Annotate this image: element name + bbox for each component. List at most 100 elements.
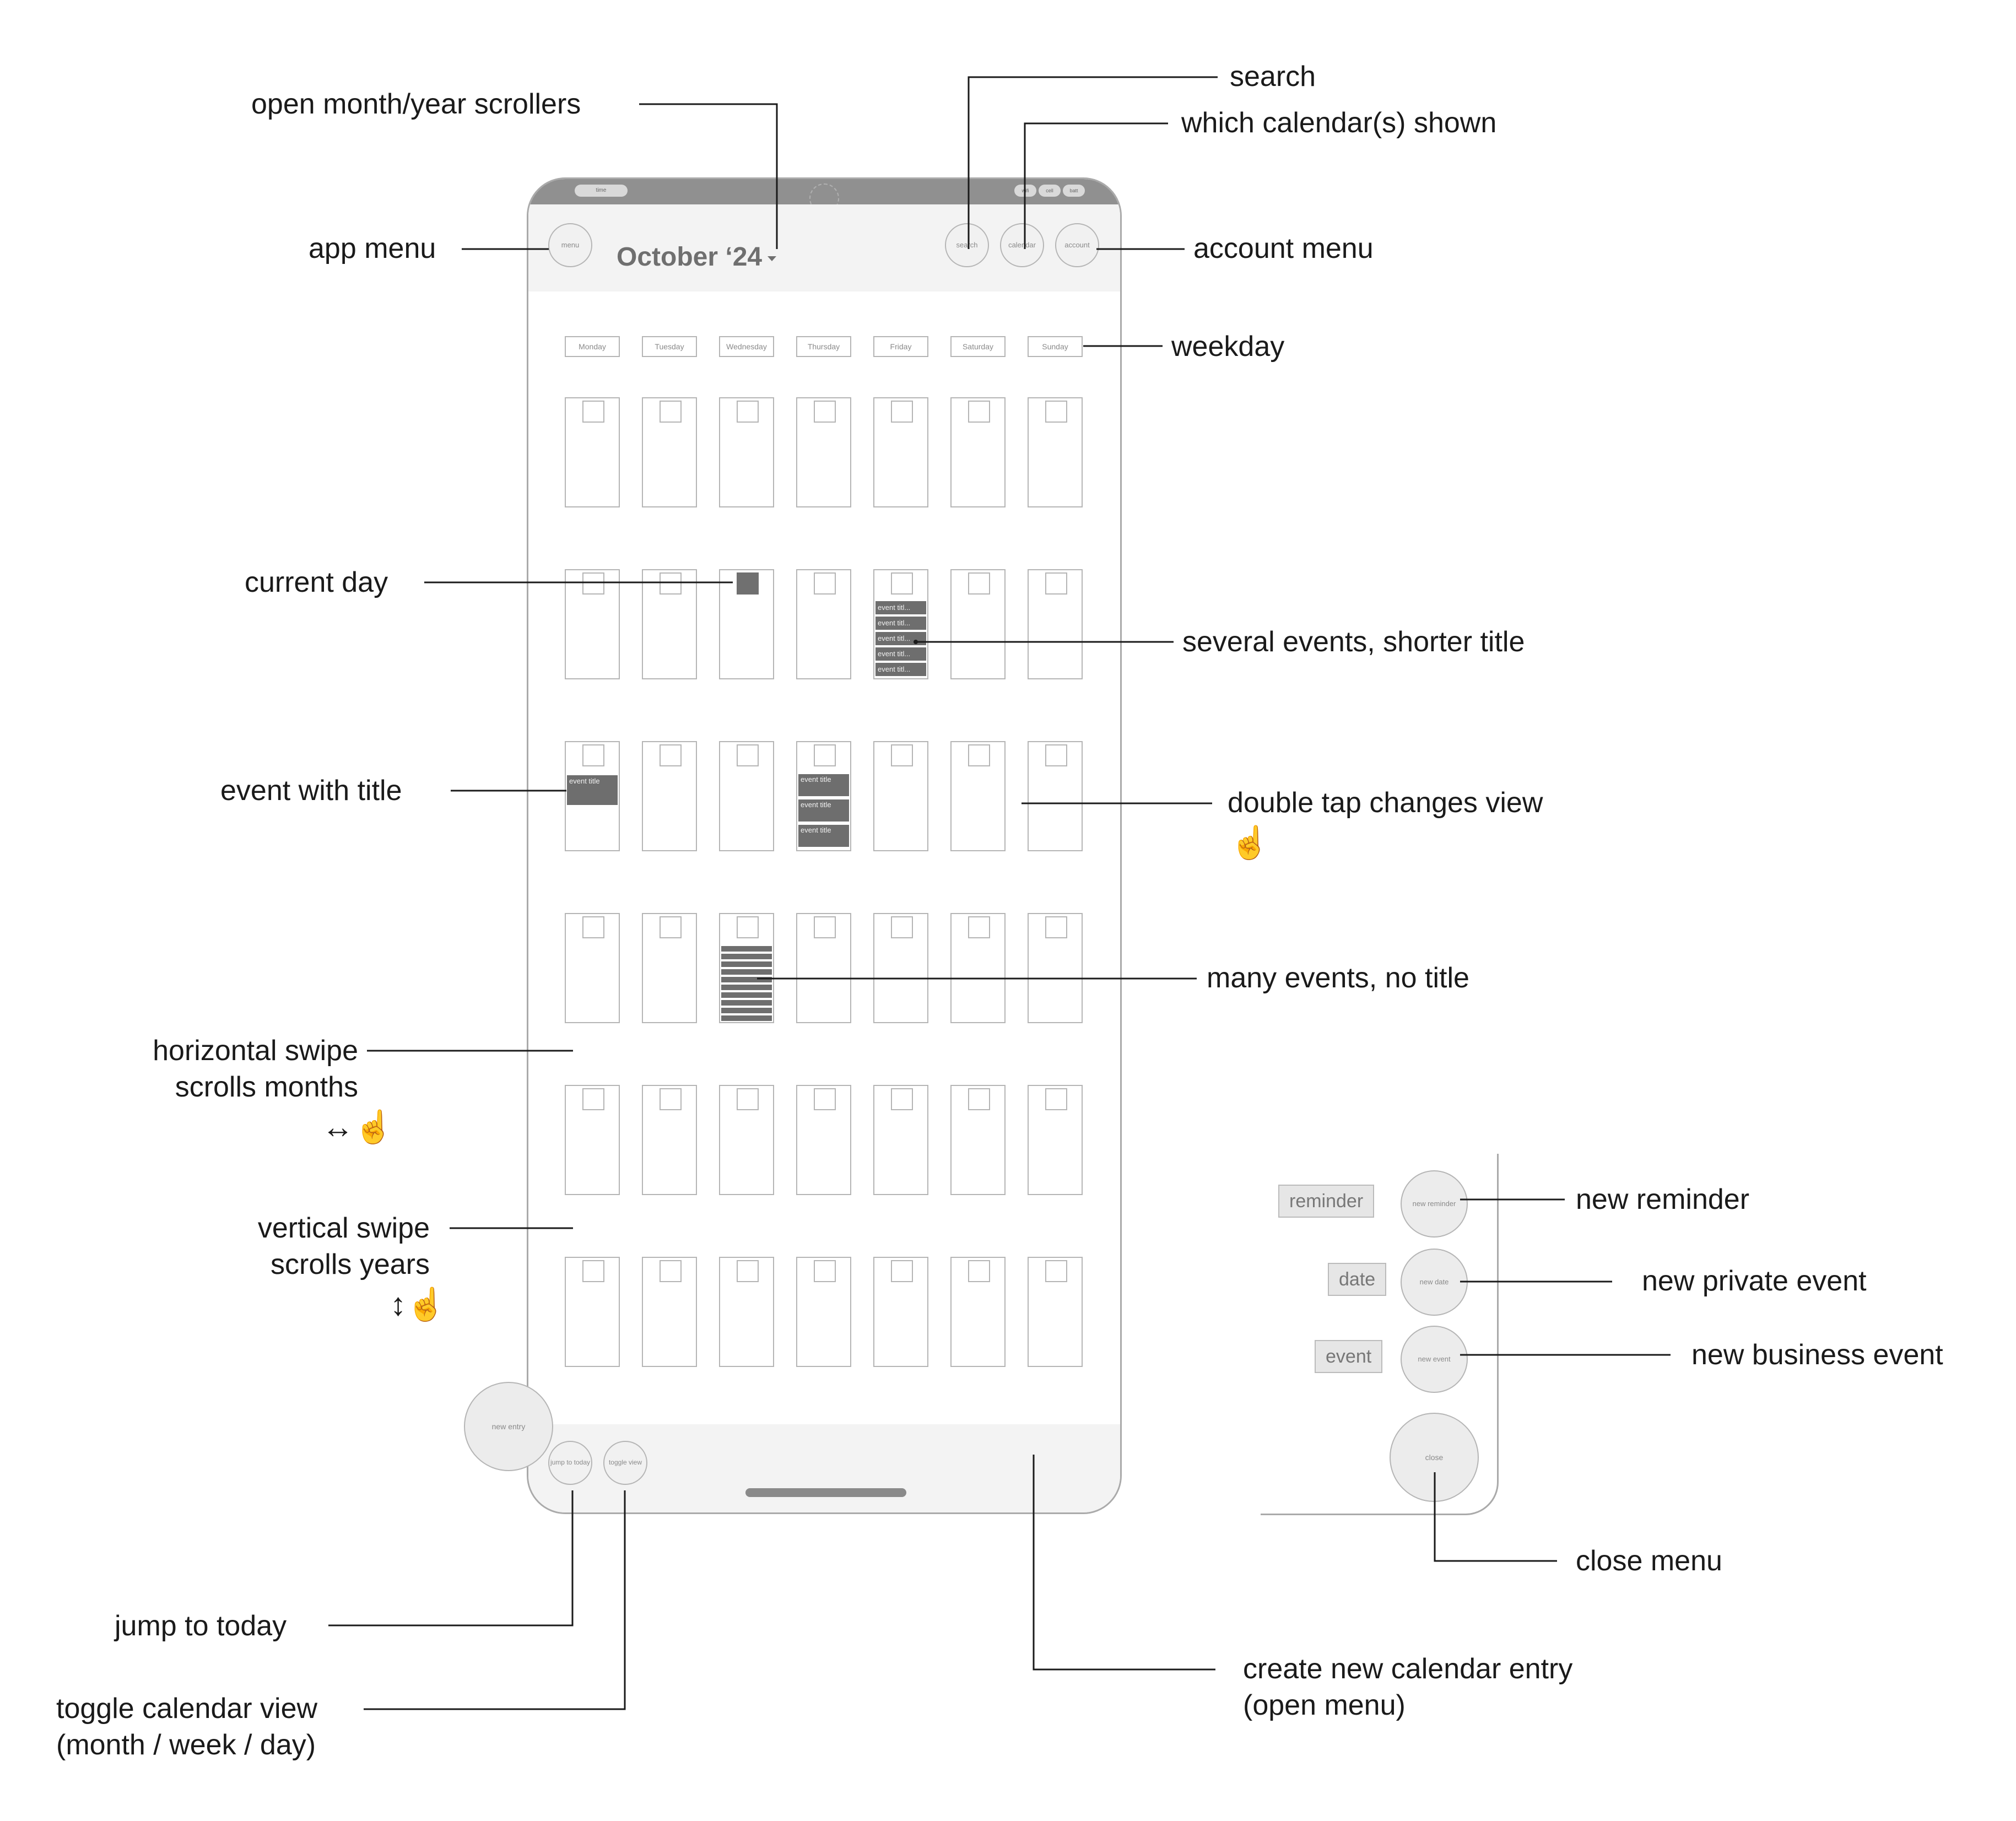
day-cell[interactable] [719, 1257, 774, 1367]
event-chip[interactable]: event titl... [875, 632, 926, 645]
day-cell[interactable] [1028, 569, 1083, 679]
day-number [1045, 401, 1067, 423]
event-bar[interactable] [721, 1008, 772, 1013]
day-cell[interactable] [873, 741, 928, 851]
event-chip[interactable]: event title [798, 799, 849, 822]
day-cell[interactable] [796, 1085, 851, 1195]
day-cell[interactable] [873, 1257, 928, 1367]
weekday-label: Sunday [1028, 336, 1083, 357]
day-cell[interactable] [950, 913, 1006, 1023]
reminder-label[interactable]: reminder [1278, 1185, 1375, 1218]
day-cell[interactable] [796, 569, 851, 679]
day-number [1045, 744, 1067, 766]
day-cell[interactable] [719, 741, 774, 851]
label-new-reminder: new reminder [1576, 1184, 1750, 1215]
day-cell[interactable] [642, 741, 697, 851]
day-cell[interactable] [1028, 913, 1083, 1023]
day-cell[interactable] [565, 1257, 620, 1367]
battery-indicator: batt [1063, 185, 1085, 197]
day-cell[interactable] [642, 1257, 697, 1367]
event-chip[interactable]: event titl... [875, 601, 926, 614]
day-cell[interactable] [642, 913, 697, 1023]
event-chip[interactable]: event titl... [875, 617, 926, 630]
label-search: search [1230, 61, 1316, 93]
day-cell[interactable] [1028, 741, 1083, 851]
day-number [582, 916, 604, 938]
app-menu-button[interactable]: menu [548, 223, 592, 267]
event-bar[interactable] [721, 1015, 772, 1021]
day-number [582, 1260, 604, 1282]
weekday-label: Thursday [796, 336, 851, 357]
label-vertical-swipe-1: vertical swipe [257, 1212, 430, 1244]
day-cell[interactable] [642, 569, 697, 679]
day-number [891, 401, 913, 423]
day-cell[interactable] [950, 569, 1006, 679]
day-number [737, 744, 759, 766]
event-bar[interactable] [721, 954, 772, 959]
event-chip[interactable]: event title [798, 774, 849, 796]
day-cell[interactable] [565, 569, 620, 679]
day-cell[interactable] [565, 913, 620, 1023]
calendar-select-button[interactable]: calendar [1000, 223, 1044, 267]
day-cell[interactable]: event titl... event titl... event titl... e… [873, 569, 928, 679]
event-bar[interactable] [721, 977, 772, 982]
day-cell[interactable] [950, 1085, 1006, 1195]
label-create-entry-1: create new calendar entry [1243, 1653, 1573, 1685]
line-close-menu [1434, 1472, 1557, 1562]
line-open-scrollers [639, 103, 778, 249]
event-bar[interactable] [721, 946, 772, 952]
day-number [891, 916, 913, 938]
day-number [814, 916, 836, 938]
new-reminder-button[interactable]: new reminder [1401, 1170, 1468, 1238]
label-toggle-view-2: (month / week / day) [56, 1729, 316, 1761]
label-many-events: many events, no title [1207, 962, 1469, 994]
event-chip[interactable]: event titl... [875, 647, 926, 661]
event-bar[interactable] [721, 985, 772, 990]
day-cell[interactable] [873, 1085, 928, 1195]
day-cell[interactable] [950, 1257, 1006, 1367]
day-cell[interactable] [796, 1257, 851, 1367]
toggle-view-button[interactable]: toggle view [603, 1441, 647, 1485]
day-cell[interactable] [1028, 1257, 1083, 1367]
day-cell[interactable]: event title [565, 741, 620, 851]
day-cell[interactable] [642, 1085, 697, 1195]
month-year-selector[interactable]: October ‘24 [617, 242, 777, 272]
day-cell[interactable] [719, 913, 774, 1023]
event-bar[interactable] [721, 961, 772, 967]
new-event-button[interactable]: new event [1401, 1326, 1468, 1393]
event-chip[interactable]: event title [798, 825, 849, 847]
new-entry-button[interactable]: new entry [464, 1382, 553, 1471]
event-bar[interactable] [721, 1000, 772, 1006]
day-cell[interactable] [1028, 397, 1083, 507]
day-cell[interactable] [1028, 1085, 1083, 1195]
date-label[interactable]: date [1328, 1263, 1387, 1296]
day-cell[interactable] [565, 397, 620, 507]
day-cell[interactable]: event title event title event title [796, 741, 851, 851]
day-cell[interactable] [719, 569, 774, 679]
event-bar[interactable] [721, 992, 772, 998]
event-label[interactable]: event [1315, 1340, 1383, 1373]
event-bar[interactable] [721, 969, 772, 975]
line-jump-today [328, 1490, 574, 1627]
day-number [660, 572, 682, 595]
day-cell[interactable] [565, 1085, 620, 1195]
event-chip[interactable]: event titl... [875, 663, 926, 676]
jump-to-today-button[interactable]: jump to today [548, 1441, 592, 1485]
search-button[interactable]: search [945, 223, 989, 267]
day-cell[interactable] [873, 397, 928, 507]
day-cell[interactable] [719, 1085, 774, 1195]
entry-menu-panel [1261, 1154, 1499, 1515]
day-cell[interactable] [796, 913, 851, 1023]
day-cell[interactable] [950, 741, 1006, 851]
account-button[interactable]: account [1055, 223, 1099, 267]
day-cell[interactable] [796, 397, 851, 507]
day-number [582, 1088, 604, 1110]
line-create-entry [1033, 1455, 1215, 1671]
day-cell[interactable] [719, 397, 774, 507]
event-chip[interactable]: event title [567, 775, 618, 805]
day-cell[interactable] [873, 913, 928, 1023]
day-cell[interactable] [642, 397, 697, 507]
day-number [814, 572, 836, 595]
day-cell[interactable] [950, 397, 1006, 507]
new-date-button[interactable]: new date [1401, 1249, 1468, 1316]
